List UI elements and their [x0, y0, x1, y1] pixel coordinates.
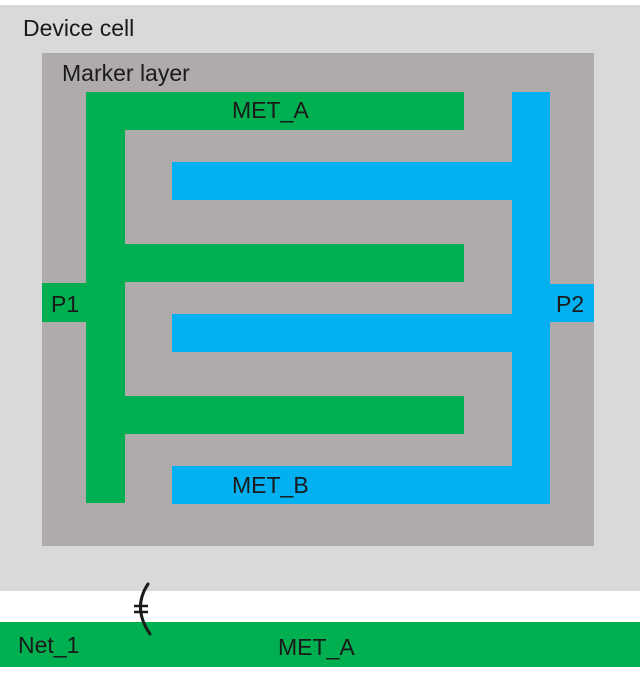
met-a-label: MET_A — [232, 97, 309, 123]
device-cell-label: Device cell — [23, 15, 135, 41]
met-b-finger — [172, 162, 550, 200]
met-a-finger — [86, 396, 464, 434]
p2-port-pad — [550, 284, 594, 322]
met-a-finger — [86, 92, 464, 130]
marker-layer-label: Marker layer — [62, 60, 190, 86]
met-b-spine — [512, 92, 550, 504]
met-b-label: MET_B — [232, 472, 309, 498]
net-name-label: Net_1 — [18, 632, 80, 658]
p2-port-label: P2 — [556, 291, 585, 317]
met-a-finger — [86, 244, 464, 282]
arc-connector-icon — [134, 582, 152, 636]
p1-port-label: P1 — [51, 291, 80, 317]
marker-layer-region — [42, 53, 594, 546]
met-b-finger — [172, 466, 550, 504]
met-a-spine — [86, 92, 125, 503]
met-b-finger — [172, 314, 550, 352]
p1-port-pad — [42, 283, 86, 322]
net-wire — [0, 622, 640, 667]
net-layer-label: MET_A — [278, 634, 355, 660]
